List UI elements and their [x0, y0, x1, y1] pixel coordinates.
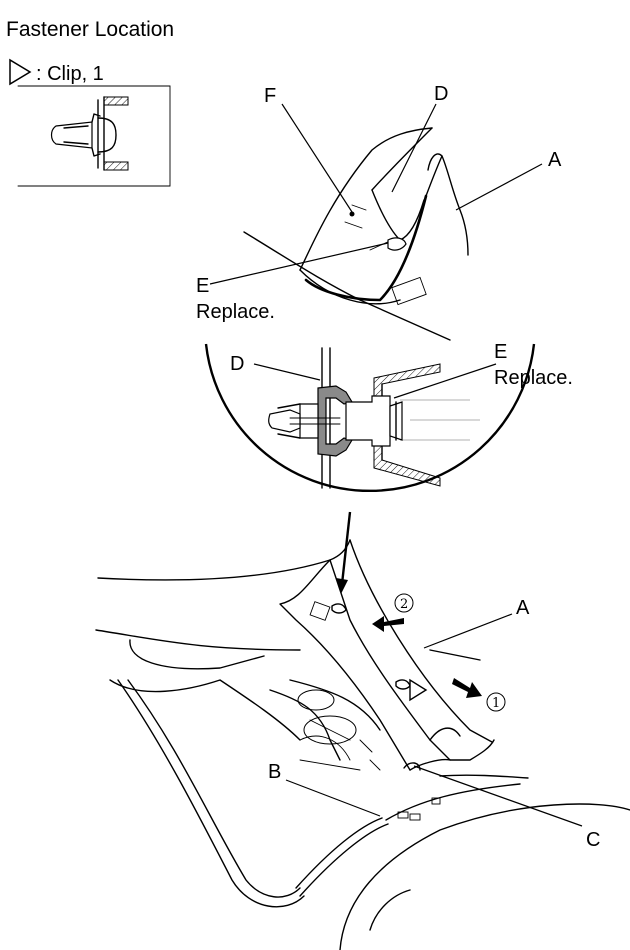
- callout-E-top-note: Replace.: [196, 301, 275, 323]
- step-2-label: 2: [400, 597, 408, 612]
- legend: : Clip, 1: [9, 58, 104, 86]
- callout-B-bottom: B: [268, 761, 281, 783]
- detail-circle: [204, 343, 536, 493]
- step-1-label: 1: [492, 696, 500, 711]
- callout-E-top: E: [196, 275, 209, 297]
- legend-text: : Clip, 1: [36, 63, 104, 85]
- callout-D-detail: D: [230, 353, 244, 375]
- diagram-title: Fastener Location: [6, 18, 174, 41]
- callout-E-detail-note: Replace.: [494, 367, 573, 389]
- bottom-vehicle-view: [95, 539, 630, 950]
- callout-E-detail: E: [494, 341, 507, 363]
- top-panel-view: [243, 127, 469, 341]
- clip-triangle-icon: [9, 58, 32, 86]
- callout-F-top: F: [264, 85, 276, 107]
- callout-D-top: D: [434, 83, 448, 105]
- callout-A-bottom: A: [516, 597, 530, 619]
- callout-A-top: A: [548, 149, 562, 171]
- callout-C-bottom: C: [586, 829, 600, 851]
- clip-inset: [17, 85, 171, 187]
